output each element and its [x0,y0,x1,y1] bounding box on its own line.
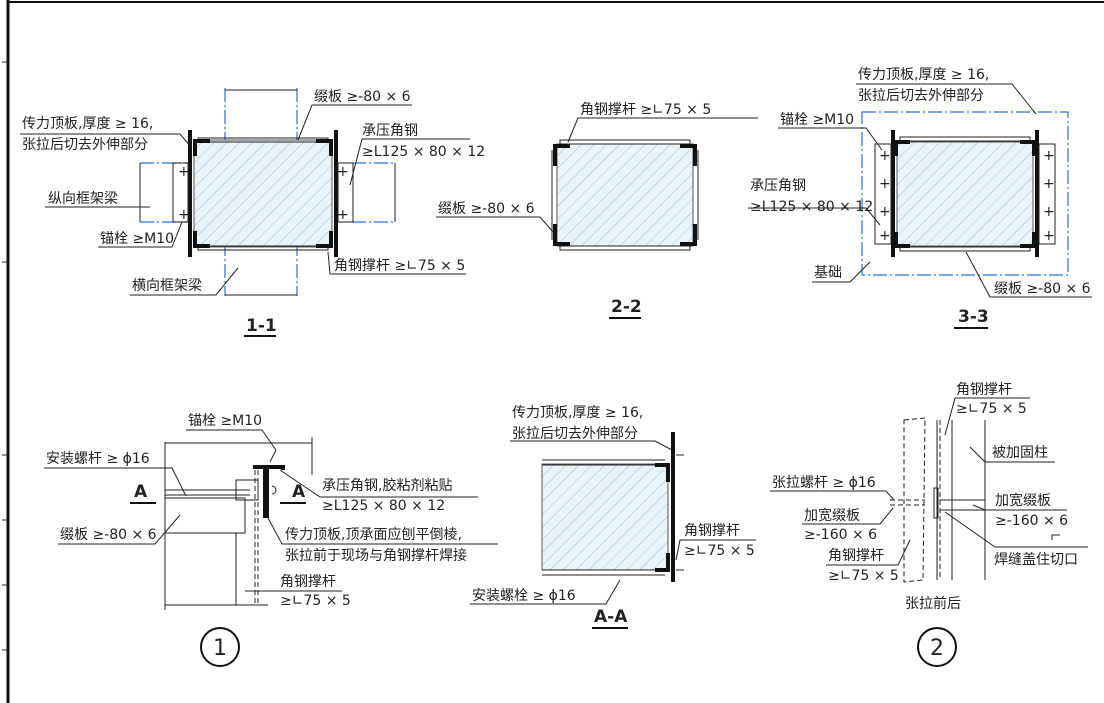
label-top-plate-2: 张拉后切去外伸部分 [858,88,984,104]
label-tension-rod: 张拉螺杆 ≥ ϕ16 [772,475,876,491]
bolt-icon: + [1043,148,1055,164]
bolt-icon: + [1043,176,1055,192]
label-top-plate-2: 张拉前于现场与角钢撑杆焊接 [285,547,467,564]
bolt-icon: + [337,164,349,180]
label-tie-plate: 缀板 ≥-80 × 6 [438,201,535,217]
label-wide-plate-right: 加宽缀板 [995,492,1051,509]
detail-1: 锚栓 ≥M10 安装螺杆 ≥ ϕ16 A A 承压角钢,胶粘剂粘贴 ≥L125 … [44,413,498,667]
detail-marker-circle [200,627,240,667]
section-title-1-1: 1-1 [246,316,277,336]
detail-2: 角钢撑杆 ≥∟75 × 5 被加固柱 张拉螺杆 ≥ ϕ16 加宽缀板 ≥-160… [770,382,1088,667]
label-strut-top-size: ≥∟75 × 5 [956,401,1027,417]
section-a-a: 传力顶板,厚度 ≥ 16, 张拉后切去外伸部分 角钢撑杆 ≥∟75 × 5 安装… [470,405,756,629]
bolt-icon: + [879,228,891,244]
bolt-icon: + [178,164,190,180]
label-anchor: 锚栓 ≥M10 [188,413,262,429]
label-top-plate-2: 张拉后切去外伸部分 [22,137,148,153]
label-bearing-angle: 承压角钢 [750,178,806,194]
bolt-icon: + [879,204,891,220]
label-strut: 角钢撑杆 ≥∟75 × 5 [580,102,711,118]
section-title-3-3: 3-3 [958,307,989,327]
detail-marker-circle [917,627,957,667]
label-foundation: 基础 [814,264,842,281]
label-wide-plate-left: 加宽缀板 [804,507,860,524]
label-bearing-angle-size: ≥L125 × 80 × 12 [322,498,445,514]
label-strut-size: ≥∟75 × 5 [280,593,351,609]
label-bearing-angle: 承压角钢 [362,123,418,139]
label-tie-plate: 缀板 ≥-80 × 6 [60,527,157,543]
detail-caption: 张拉前后 [905,595,961,612]
label-top-plate-2: 张拉后切去外伸部分 [512,426,638,442]
section-3-3: + + + + + + + + 传力顶板,厚度 ≥ 16, 张拉后切去外伸部分 … [748,67,1092,329]
label-strut-size: ≥∟75 × 5 [684,543,755,559]
label-strut: 角钢撑杆 [684,523,740,539]
label-anchor: 锚栓 ≥M10 [780,112,854,128]
label-install-rod: 安装螺杆 ≥ ϕ16 [46,451,150,467]
label-install-bolt: 安装螺栓 ≥ ϕ16 [472,588,576,604]
section-title-a-a: A-A [594,607,628,627]
bolt-icon: + [178,207,190,223]
section-mark-a-right: A [292,482,306,502]
bolt-icon: + [337,207,349,223]
detail-title-1: 1 [213,636,227,661]
detail-title-2: 2 [930,636,944,661]
label-strut: 角钢撑杆 [280,574,336,590]
label-bearing-angle: 承压角钢,胶粘剂粘贴 [322,477,452,494]
label-strut-bottom-size: ≥∟75 × 5 [828,568,899,584]
label-column: 被加固柱 [992,445,1048,461]
bolt-icon: + [879,148,891,164]
label-top-plate: 传力顶板,厚度 ≥ 16, [22,116,153,132]
label-top-plate: 传力顶板,厚度 ≥ 16, [858,67,989,83]
bolt-icon: + [879,176,891,192]
section-mark-a-left: A [134,482,148,502]
label-strut-bottom: 角钢撑杆 [828,548,884,564]
label-strut: 角钢撑杆 ≥∟75 × 5 [334,258,465,274]
bolt-icon: + [1043,204,1055,220]
section-title-2-2: 2-2 [611,297,642,317]
label-tie-plate: 缀板 ≥-80 × 6 [994,281,1091,297]
label-wide-plate-left-size: ≥-160 × 6 [804,527,877,543]
label-strut-top: 角钢撑杆 [956,382,1012,398]
label-anchor: 锚栓 ≥M10 [100,231,174,247]
bolt-icon: + [1043,228,1055,244]
label-transverse-beam: 横向框架梁 [132,278,202,294]
section-2-2: 角钢撑杆 ≥∟75 × 5 缀板 ≥-80 × 6 2-2 [436,102,758,319]
label-wide-plate-right-size: ≥-160 × 6 [995,513,1068,529]
weld-symbol-icon [1051,534,1060,540]
label-bearing-angle-size: ≥L125 × 80 × 12 [362,144,485,160]
section-1-1: + + + + 缀板 ≥-80 × 6 传力顶板,厚度 ≥ 16, 张拉后切去外… [20,88,485,337]
label-weld: 焊缝盖住切口 [994,552,1078,568]
label-top-plate: 传力顶板,厚度 ≥ 16, [512,405,643,421]
label-longitudinal-beam: 纵向框架梁 [48,191,118,207]
label-tie-plate: 缀板 ≥-80 × 6 [314,89,411,105]
label-bearing-angle-size: ≥L125 × 80 × 12 [750,199,873,215]
label-top-plate: 传力顶板,顶承面应刨平倒棱, [285,526,462,543]
